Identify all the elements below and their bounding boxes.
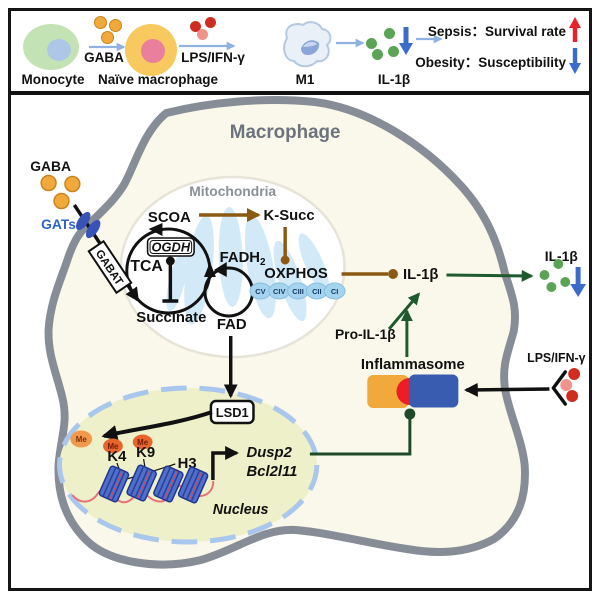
gaba-outside-dots xyxy=(40,174,81,210)
crista-icon xyxy=(218,207,243,307)
lps-dot xyxy=(190,21,201,32)
gats-label: GATs xyxy=(41,216,76,232)
genes-to-inflammasome-line xyxy=(309,419,412,456)
gaba-dot xyxy=(101,31,114,44)
fadh2-label: FADH2 xyxy=(220,249,266,268)
arrow-m1-to-il1b xyxy=(336,38,365,48)
sepsis-outcome: Sepsis：Survival rate xyxy=(428,17,581,43)
il1b-down-arrow-icon xyxy=(570,267,587,297)
tca-label: TCA xyxy=(130,258,163,275)
il1b-outside-dots xyxy=(539,259,571,292)
complex-ci-label: CI xyxy=(331,287,338,296)
removed-me-mark: Me xyxy=(70,430,93,448)
m1-cell-icon xyxy=(283,21,332,68)
naive-macrophage-label: Naïve macrophage xyxy=(97,72,219,87)
k9-me-mark: Me xyxy=(132,434,153,450)
il1b-dot xyxy=(372,49,383,60)
fad-label: FAD xyxy=(217,316,247,333)
lsd1-box: LSD1 xyxy=(209,399,255,425)
nucleosome-icon xyxy=(153,465,184,503)
oxphos-label: OXPHOS xyxy=(264,265,328,282)
il1b-outside-label: IL-1β xyxy=(545,248,579,264)
pro-il1b-label: Pro-IL-1β xyxy=(335,326,396,342)
ogdh-box: OGDH xyxy=(146,237,195,257)
lps-dot xyxy=(205,17,216,28)
nucleosome-icon xyxy=(177,466,209,504)
lps-to-inflammasome-arrow xyxy=(463,382,550,397)
banner-gaba-label: GABA xyxy=(84,50,124,65)
m1-label: M1 xyxy=(295,72,315,87)
lps-dot-light xyxy=(197,29,208,40)
banner-down-arrow-icon xyxy=(399,27,413,55)
complex-cii-label: CII xyxy=(312,287,321,296)
il1b-dot xyxy=(366,38,377,49)
gaba-dot xyxy=(94,16,107,29)
il1b-dot xyxy=(388,46,399,57)
lps-outside-label: LPS/IFN-γ xyxy=(527,351,585,365)
down-arrow-blue-icon xyxy=(569,48,581,74)
tca-cycle-direction-arrow xyxy=(148,223,163,236)
mechanism-panel: Macrophage Nucleus Mitochondria xyxy=(11,95,589,588)
arrow-il1b-to-outcomes xyxy=(416,34,443,44)
fad-cycle-direction-arrow xyxy=(213,262,227,277)
arrow-naive-to-m1 xyxy=(179,41,236,51)
gats-transporter-icon xyxy=(76,211,101,239)
il1b-secretion-arrow xyxy=(446,269,534,282)
figure-frame: Monocyte GABA Naïve macrophage LPS/IFN-γ xyxy=(8,8,592,591)
up-arrow-red-icon xyxy=(569,17,581,42)
nucleus-title: Nucleus xyxy=(213,502,269,518)
succinate-label: Succinate xyxy=(136,309,206,326)
etc-complexes: CV CIV CIII CII CI xyxy=(249,282,346,300)
bcl2l11-label: Bcl2l11 xyxy=(247,463,298,480)
ogdh-node-dot xyxy=(165,256,175,266)
arrow-monocyte-to-naive xyxy=(89,42,126,52)
il1b-dot xyxy=(384,28,395,39)
svg-text:Me: Me xyxy=(76,435,88,444)
complex-ciii-label: CIII xyxy=(292,287,304,296)
gaba-outside-label: GABA xyxy=(30,158,71,174)
monocyte-nucleus-icon xyxy=(47,39,71,61)
scoa-label: SCOA xyxy=(148,209,191,226)
lps-outside-dots xyxy=(560,368,581,402)
mitochondria-title: Mitochondria xyxy=(189,183,276,199)
svg-text:Me: Me xyxy=(107,442,119,451)
obesity-label: Obesity：Susceptibility xyxy=(415,55,566,70)
naive-nucleus-icon xyxy=(141,39,165,63)
monocyte-cell-icon xyxy=(23,24,79,70)
nucleus-body xyxy=(57,385,320,545)
nucleosome-icon xyxy=(98,465,130,503)
genes-blunt-dot xyxy=(404,408,416,420)
k9-label: K9 xyxy=(136,444,155,461)
transcription-arrow xyxy=(211,446,239,480)
inflammasome-complex-icon xyxy=(367,374,459,408)
lps-receptor-icon xyxy=(551,370,567,406)
banner-lps-label: LPS/IFN-γ xyxy=(181,50,245,65)
lsd1-label: LSD1 xyxy=(216,405,249,420)
complex-cv-label: CV xyxy=(255,287,265,296)
nucleosome-icon xyxy=(126,464,157,502)
monocyte-label: Monocyte xyxy=(21,72,85,87)
macrophage-title: Macrophage xyxy=(230,122,341,143)
dusp2-label: Dusp2 xyxy=(247,444,293,461)
crista-icon xyxy=(298,233,330,293)
gaba-dot xyxy=(109,19,122,32)
lsd1-demethylation-arrow xyxy=(101,410,213,441)
svg-text:Me: Me xyxy=(137,438,149,447)
oxphos-blunt-dot xyxy=(388,269,398,279)
summary-banner: Monocyte GABA Naïve macrophage LPS/IFN-γ xyxy=(11,11,589,91)
ksucc-label: K-Succ xyxy=(264,207,315,224)
il1b-cyto-label: IL-1β xyxy=(403,266,438,283)
banner-divider xyxy=(11,91,589,95)
banner-il1b-label: IL-1β xyxy=(377,72,411,87)
k4-label: K4 xyxy=(107,448,127,465)
obesity-outcome: Obesity：Susceptibility xyxy=(415,48,581,74)
sepsis-label: Sepsis：Survival rate xyxy=(427,24,566,39)
k4-me-mark: Me xyxy=(103,438,123,454)
complex-civ-label: CIV xyxy=(273,287,285,296)
ogdh-label: OGDH xyxy=(152,239,191,254)
naive-macrophage-cell-icon xyxy=(125,24,177,76)
inflammasome-label: Inflammasome xyxy=(361,356,465,373)
ksucc-blunt-dot xyxy=(280,255,290,265)
